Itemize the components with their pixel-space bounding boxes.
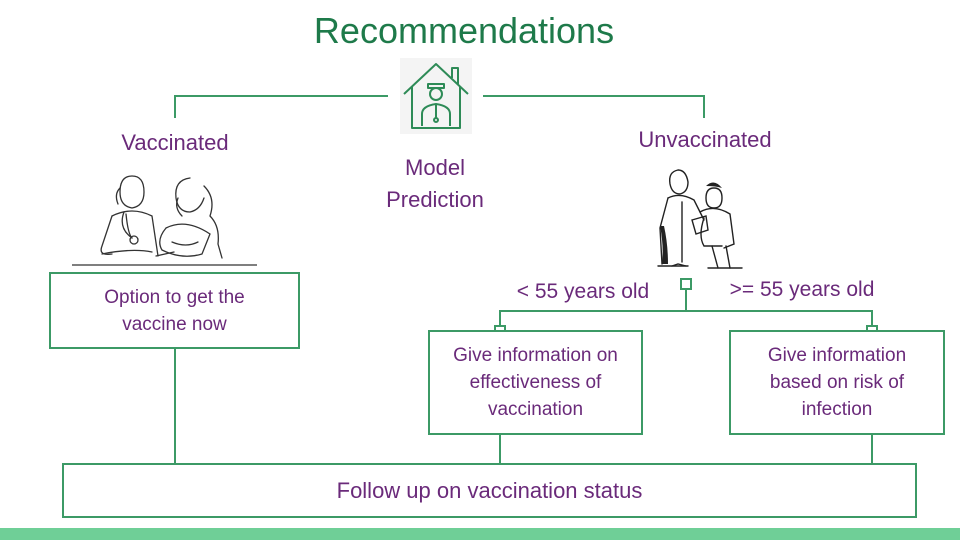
footer-accent-bar: [0, 528, 960, 540]
model-prediction-label: Model Prediction: [350, 152, 520, 216]
bracket-left: [174, 95, 388, 118]
unvaccinated-label: Unvaccinated: [638, 127, 772, 152]
page-title: Recommendations: [313, 10, 615, 51]
doctor-patient-illustration: [657, 169, 743, 269]
bracket-right: [483, 95, 705, 118]
old-info-box: Give information based on risk of infect…: [729, 330, 945, 435]
young-box-line-1: Give information on: [453, 345, 618, 366]
old-box-line-2: based on risk of: [769, 372, 905, 393]
followup-text: Follow up on vaccination status: [336, 478, 643, 503]
old-age-label: >= 55 years old: [729, 278, 875, 301]
model-prediction-line-1: Model: [405, 155, 465, 180]
line-split-bar: [499, 310, 873, 327]
young-age-label: < 55 years old: [516, 280, 650, 303]
vaccinated-box: Option to get the vaccine now: [49, 272, 300, 349]
house-doctor-icon: [400, 58, 472, 134]
old-box-line-3: infection: [801, 399, 873, 420]
young-info-box: Give information on effectiveness of vac…: [428, 330, 643, 435]
nurse-mother-illustration: [72, 175, 257, 266]
vaccinated-box-line-1: Option to get the: [104, 286, 245, 308]
followup-box: Follow up on vaccination status: [62, 463, 917, 518]
old-box-line-1: Give information: [767, 345, 907, 366]
young-box-line-2: effectiveness of: [469, 372, 602, 393]
vaccinated-label: Vaccinated: [121, 130, 229, 155]
vaccinated-box-line-2: vaccine now: [122, 313, 227, 335]
young-box-line-3: vaccination: [487, 399, 584, 420]
node-split: [680, 278, 692, 290]
model-prediction-line-2: Prediction: [386, 187, 484, 212]
